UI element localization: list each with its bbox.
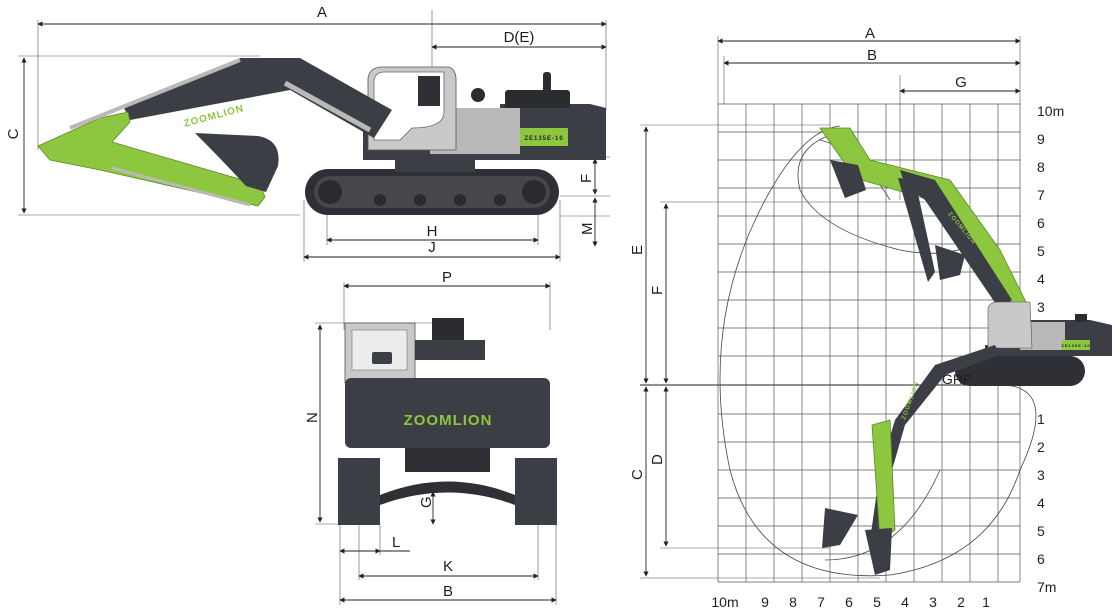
- range-label-c: C: [629, 469, 646, 480]
- model-plate-side: ZE135E-10: [524, 136, 563, 142]
- range-label-e: E: [629, 245, 646, 255]
- dim-label-k: K: [443, 558, 453, 575]
- bottom-reach-ticks: 10m 9 8 7 6 5 4 3 2 1: [711, 594, 990, 610]
- range-label-f: F: [649, 286, 666, 295]
- tick-bottom-10: 10m: [711, 594, 738, 610]
- tick-up-10: 10m: [1037, 103, 1064, 119]
- dim-label-l: L: [392, 534, 400, 551]
- ground-reference-label: GRP: [942, 371, 972, 387]
- tick-down-2: 2: [1037, 439, 1045, 455]
- tick-up-4: 4: [1037, 271, 1045, 287]
- tick-bottom-5: 5: [873, 594, 881, 610]
- excavator-rear-illustration: ZOOMLION: [338, 318, 557, 525]
- dim-label-b: B: [443, 583, 453, 600]
- tick-bottom-6: 6: [845, 594, 853, 610]
- range-label-a: A: [865, 25, 875, 42]
- tick-down-7: 7m: [1037, 579, 1056, 595]
- dim-label-g: G: [418, 496, 435, 508]
- tick-bottom-8: 8: [789, 594, 797, 610]
- tick-bottom-9: 9: [761, 594, 769, 610]
- range-label-g: G: [955, 74, 967, 91]
- excavator-range-illustration: ZOOMLION ZE135E-10 GRP ZOOMLION: [819, 127, 1112, 575]
- dim-label-h: H: [427, 223, 438, 240]
- tick-up-5: 5: [1037, 243, 1045, 259]
- tick-bottom-2: 2: [957, 594, 965, 610]
- tick-down-3: 3: [1037, 467, 1045, 483]
- dim-label-c: C: [5, 128, 22, 139]
- side-view: A D(E) C F M H J: [5, 4, 610, 262]
- tick-bottom-7: 7: [817, 594, 825, 610]
- dim-label-a: A: [317, 4, 327, 21]
- tick-bottom-1: 1: [982, 594, 990, 610]
- rear-view: P N G L K B ZOOMLION: [304, 269, 557, 605]
- tick-up-3: 3: [1037, 299, 1045, 315]
- range-label-b: B: [867, 47, 877, 64]
- range-label-d: D: [649, 454, 666, 465]
- dim-label-f: F: [578, 174, 595, 183]
- dim-label-n: N: [304, 412, 321, 423]
- right-height-ticks: 10m 9 8 7 6 5 4 3 1 2 3 4 5 6 7m: [1037, 103, 1064, 595]
- dim-label-d-e: D(E): [504, 29, 535, 46]
- dim-label-p: P: [442, 269, 452, 286]
- dim-label-j: J: [428, 239, 436, 256]
- tick-up-7: 7: [1037, 187, 1045, 203]
- tick-bottom-4: 4: [901, 594, 909, 610]
- tick-down-1: 1: [1037, 411, 1045, 427]
- tick-up-8: 8: [1037, 159, 1045, 175]
- brand-logo-rear: ZOOMLION: [404, 412, 493, 429]
- working-range-chart: A B G E F C D 10m 9 8 7 6 5 4 3 1: [629, 25, 1112, 610]
- tick-down-4: 4: [1037, 495, 1045, 511]
- excavator-side-illustration: ZE135E-10 ZOOMLION: [37, 58, 606, 215]
- dim-label-m: M: [579, 223, 596, 236]
- tick-up-9: 9: [1037, 131, 1045, 147]
- tick-down-5: 5: [1037, 523, 1045, 539]
- model-plate-range: ZE135E-10: [1061, 343, 1090, 348]
- tick-up-6: 6: [1037, 215, 1045, 231]
- tick-bottom-3: 3: [929, 594, 937, 610]
- tick-down-6: 6: [1037, 551, 1045, 567]
